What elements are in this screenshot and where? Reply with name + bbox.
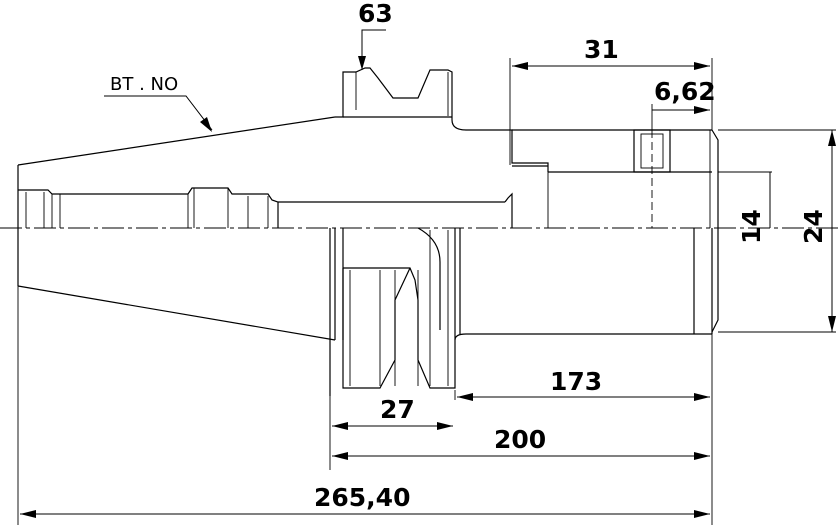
dim-24-text: 24 [799, 209, 828, 244]
body-upper [512, 129, 719, 333]
dim-63: 63 [358, 0, 393, 70]
section-lower [329, 227, 713, 396]
pull-stud [18, 187, 513, 228]
dim-27-text: 27 [380, 395, 415, 424]
extension-lines [17, 58, 836, 525]
dim-14-text: 14 [737, 209, 766, 244]
dim-200-text: 200 [494, 425, 546, 454]
dim-31-text: 31 [584, 35, 619, 64]
part-label-leader: BT . NO [104, 74, 213, 132]
dim-173: 173 [457, 367, 710, 401]
dim-173-text: 173 [550, 367, 602, 396]
dim-265-40: 265,40 [20, 483, 710, 518]
dim-14: 14 [737, 172, 771, 244]
part-label: BT . NO [110, 74, 178, 95]
dim-24: 24 [799, 130, 836, 332]
dim-200: 200 [332, 425, 710, 460]
dim-6-62-text: 6,62 [654, 77, 716, 106]
dim-31: 31 [512, 35, 710, 70]
dim-6-62: 6,62 [651, 77, 716, 130]
flange-upper [335, 67, 549, 172]
dim-63-text: 63 [358, 0, 393, 28]
taper-shank [17, 116, 336, 341]
dim-27: 27 [332, 395, 453, 430]
setscrew-detail [633, 129, 671, 228]
dim-265-40-text: 265,40 [314, 483, 410, 512]
